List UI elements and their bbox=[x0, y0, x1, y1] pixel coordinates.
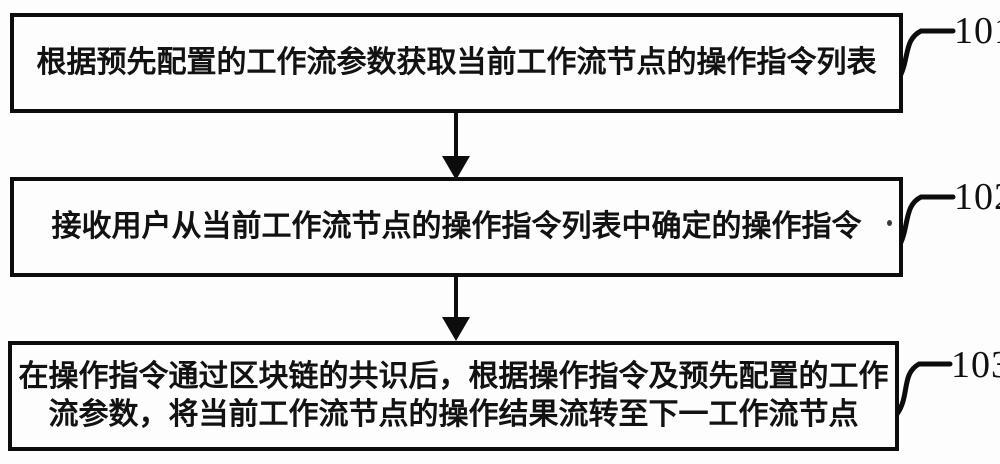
arrowhead-down-icon bbox=[442, 317, 470, 341]
scan-artifact-dot bbox=[887, 220, 892, 226]
flow-step-box-103: 在操作指令通过区块链的共识后，根据操作指令及预先配置的工作 流参数，将当前工作流… bbox=[8, 341, 899, 451]
flow-step-text-101: 根据预先配置的工作流参数获取当前工作流节点的操作指令列表 bbox=[36, 46, 877, 79]
flow-step-box-102: 接收用户从当前工作流节点的操作指令列表中确定的操作指令 bbox=[10, 177, 903, 277]
ref-numeral-102: 102 bbox=[954, 176, 1000, 218]
flow-step-text-103: 在操作指令通过区块链的共识后，根据操作指令及预先配置的工作 流参数，将当前工作流… bbox=[18, 360, 889, 431]
ref-connector-102 bbox=[895, 194, 956, 251]
arrow-step2-to-step3 bbox=[442, 277, 470, 341]
arrow-step1-to-step2 bbox=[442, 113, 470, 180]
ref-connector-103 bbox=[894, 361, 953, 417]
ref-numeral-103: 103 bbox=[951, 344, 1000, 386]
ref-numeral-101: 101 bbox=[954, 10, 1000, 52]
ref-connector-101 bbox=[895, 28, 956, 83]
flow-step-text-102: 接收用户从当前工作流节点的操作指令列表中确定的操作指令 bbox=[51, 210, 862, 243]
flow-step-box-101: 根据预先配置的工作流参数获取当前工作流节点的操作指令列表 bbox=[10, 13, 903, 113]
